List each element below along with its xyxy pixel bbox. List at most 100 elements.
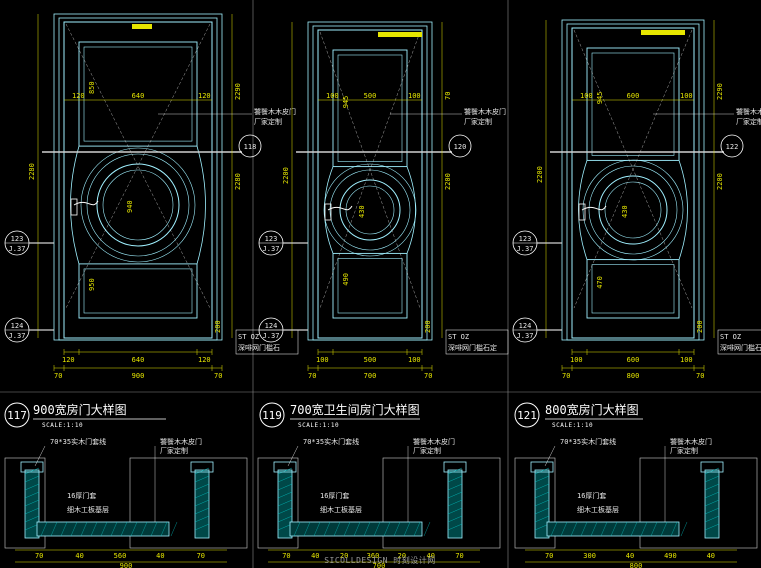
detail-mark-sheet: J.37: [263, 245, 280, 253]
door-swing-line: [65, 23, 211, 309]
dimension-text: 700: [364, 372, 377, 380]
detail-mark-number: 124: [519, 322, 532, 330]
door-swing-line: [319, 31, 421, 309]
jamb-hatch: [194, 523, 210, 531]
dimension-text: 70: [54, 372, 62, 380]
leaf-hatch: [620, 521, 628, 537]
stone-label: 深啡网门槛石: [238, 343, 280, 352]
stone-code: ST OZ: [448, 333, 469, 341]
drawing-scale: SCALE:1:10: [298, 422, 339, 429]
section-label: 16厚门套: [320, 491, 349, 500]
dimension-text: 100: [580, 92, 593, 100]
jamb-hatch: [704, 523, 720, 531]
material-label: 厂家定制: [464, 117, 492, 126]
leaf-hatch: [333, 521, 341, 537]
leaf-hatch: [570, 521, 578, 537]
jamb-hatch: [277, 467, 293, 475]
dimension-text: 2290: [234, 83, 242, 100]
door-side-arc: [678, 160, 688, 260]
leaf-hatch: [130, 521, 138, 537]
leaf-hatch: [580, 521, 588, 537]
material-label: 饕餮木木皮门: [254, 107, 296, 116]
drawing-number: 121: [517, 409, 537, 422]
door-top-panel-inner: [591, 52, 675, 156]
door-circle-ornament: [96, 163, 180, 247]
door-jamb-section: [447, 469, 463, 539]
jamb-hatch: [277, 515, 293, 523]
section-callout-circle: [238, 134, 262, 158]
section-callout-circle: [720, 134, 744, 158]
stone-label: 深啡网门槛石: [720, 343, 761, 352]
section-label: 16厚门套: [577, 491, 606, 500]
material-label: 饕餮木木皮门: [736, 107, 761, 116]
jamb-hatch: [24, 515, 40, 523]
drawing-title: 700宽卫生间房门大样图: [290, 402, 420, 417]
door-top-panel: [586, 47, 680, 161]
leaf-hatch: [140, 521, 148, 537]
door-top-panel-inner: [337, 54, 403, 162]
dimension-text: 600: [627, 92, 640, 100]
jamb-hatch: [447, 491, 463, 499]
wall-section: [639, 457, 758, 549]
jamb-hatch: [277, 475, 293, 483]
detail-mark-sheet: J.37: [9, 332, 26, 340]
drawing-number-circle: [514, 402, 540, 428]
architrave-section: [20, 461, 44, 473]
section-label: 饕餮木木皮门: [413, 437, 455, 446]
door-circle-ornament: [604, 181, 662, 239]
door-handle-plate: [324, 203, 332, 221]
dimension-text: 100: [316, 356, 329, 364]
dimension-text: 120: [198, 92, 211, 100]
leaf-hatch: [610, 521, 618, 537]
dimension-text: 490: [342, 273, 350, 286]
label-leader-line: [34, 445, 46, 467]
door-circle-ornament: [598, 175, 668, 245]
dimension-text: 800: [627, 372, 640, 380]
jamb-hatch: [447, 467, 463, 475]
door-handle-lever: [581, 205, 607, 211]
leaf-hatch: [110, 521, 118, 537]
jamb-hatch: [194, 515, 210, 523]
wall-section: [257, 457, 299, 549]
dimension-text: 800: [630, 562, 643, 568]
detail-mark-number: 123: [265, 235, 278, 243]
dimension-text: 200: [214, 320, 222, 333]
dimension-text: 100: [680, 92, 693, 100]
section-label: 细木工板基层: [320, 505, 362, 514]
leaf-hatch: [670, 521, 678, 537]
dimension-text: 100: [570, 356, 583, 364]
dimension-text: 40: [156, 552, 164, 560]
door-bottom-panel-inner: [337, 258, 403, 314]
dimension-text: 470: [596, 276, 604, 289]
door-circle-ornament: [339, 179, 401, 241]
dimension-text: 945: [342, 96, 350, 109]
section-label: 厂家定制: [413, 446, 441, 455]
door-circle-ornament: [80, 147, 196, 263]
leaf-hatch: [50, 521, 58, 537]
dimension-text: 70: [444, 92, 452, 100]
label-leader-line: [544, 445, 556, 467]
dimension-text: 2200: [716, 173, 724, 190]
dimension-text: 100: [326, 92, 339, 100]
dimension-text: 100: [680, 356, 693, 364]
dimension-text: 600: [627, 356, 640, 364]
dimension-text: 500: [364, 356, 377, 364]
dimension-text: 20: [340, 552, 348, 560]
jamb-hatch: [24, 507, 40, 515]
dimension-text: 850: [88, 81, 96, 94]
dimension-text: 70: [545, 552, 553, 560]
section-label: 细木工板基层: [577, 505, 619, 514]
jamb-hatch: [277, 507, 293, 515]
leaf-hatch: [100, 521, 108, 537]
door-swing-line: [573, 29, 693, 309]
stone-code: ST OZ: [238, 333, 259, 341]
door-side-arc: [196, 145, 206, 265]
architrave-section: [443, 461, 467, 473]
dimension-text: 430: [621, 205, 629, 218]
leaf-hatch: [313, 521, 321, 537]
architrave-section: [273, 461, 297, 473]
door-bottom-panel: [586, 259, 680, 319]
dimension-text: 70: [308, 372, 316, 380]
